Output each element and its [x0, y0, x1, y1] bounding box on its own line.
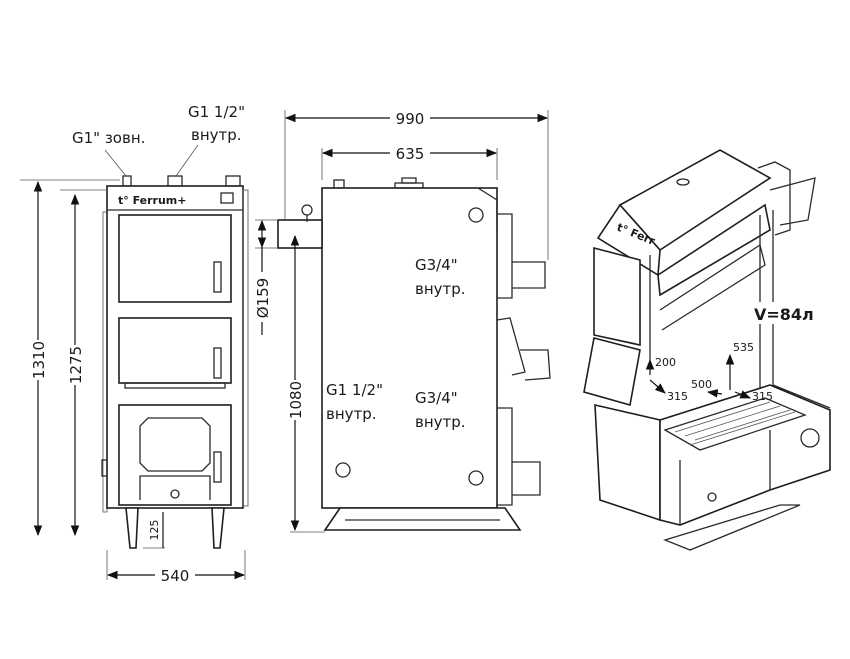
label-g112-line1: G1 1/2" [188, 103, 245, 121]
firebox-door [118, 404, 232, 506]
ash-door [139, 475, 211, 500]
door-handle [213, 347, 222, 379]
label-g112-lower-line2: внутр. [326, 405, 377, 423]
upper-loading-door [118, 214, 232, 303]
label-g112-lower-line1: G1 1/2" [326, 381, 383, 399]
isometric-view: t° Ferr 535 200 315 500 315 V=84л [583, 149, 831, 551]
leg [125, 507, 139, 549]
iso-volume-label: V=84л [754, 305, 814, 324]
air-regulator-icon [170, 489, 180, 499]
port-g34-upper [468, 207, 484, 223]
label-g34-upper-line1: G3/4" [415, 256, 458, 274]
label-g34-lower-line1: G3/4" [415, 389, 458, 407]
iso-firebox-door [594, 403, 661, 522]
upper-door-handle-side [512, 261, 546, 289]
side-view: 990 635 Ø159 1080 G3/4" внутр. G1 1/2" в… [254, 109, 551, 533]
side-base [323, 507, 522, 531]
dim-width: 540 [161, 567, 190, 585]
iso-middle-door [583, 337, 641, 407]
dim-total-depth: 990 [396, 110, 425, 128]
door-handle [213, 261, 222, 293]
dim-leg-height: 125 [148, 520, 161, 541]
label-g1-outer: G1" зовн. [72, 129, 145, 147]
door-handle [213, 451, 222, 483]
iso-base-body [659, 384, 831, 526]
iso-dim-depth-left: 315 [667, 390, 688, 403]
front-panel-indicator [220, 192, 234, 204]
flue-pipe [277, 219, 323, 249]
iso-dim-door: 200 [655, 356, 676, 369]
dim-body-height: 1275 [67, 346, 85, 384]
iso-dim-width: 500 [691, 378, 712, 391]
iso-dim-depth-right: 315 [752, 390, 773, 403]
front-view: t° Ferrum+ 1310 1275 125 540 G1" зовн. G… [20, 103, 249, 585]
dim-flue-height: 1080 [287, 381, 305, 419]
label-g112-line2: внутр. [191, 126, 242, 144]
label-g34-lower-line2: внутр. [415, 413, 466, 431]
dim-body-depth: 635 [396, 145, 425, 163]
dim-flue-diameter: Ø159 [254, 278, 272, 318]
pipe-g1-outer [122, 175, 132, 187]
port-g34-lower [468, 470, 484, 486]
port-g112-lower [335, 462, 351, 478]
dim-total-height: 1310 [30, 341, 48, 379]
iso-dim-height: 535 [733, 341, 754, 354]
label-g34-upper-line2: внутр. [415, 280, 466, 298]
leg [211, 507, 225, 549]
iso-grate [663, 397, 807, 451]
iso-upper-door [593, 246, 641, 346]
front-brand-logo: t° Ferrum+ [118, 194, 186, 207]
pipe-g112-inner [167, 175, 183, 187]
middle-door [118, 317, 232, 384]
viewing-window [139, 417, 211, 472]
side-body [321, 187, 498, 509]
